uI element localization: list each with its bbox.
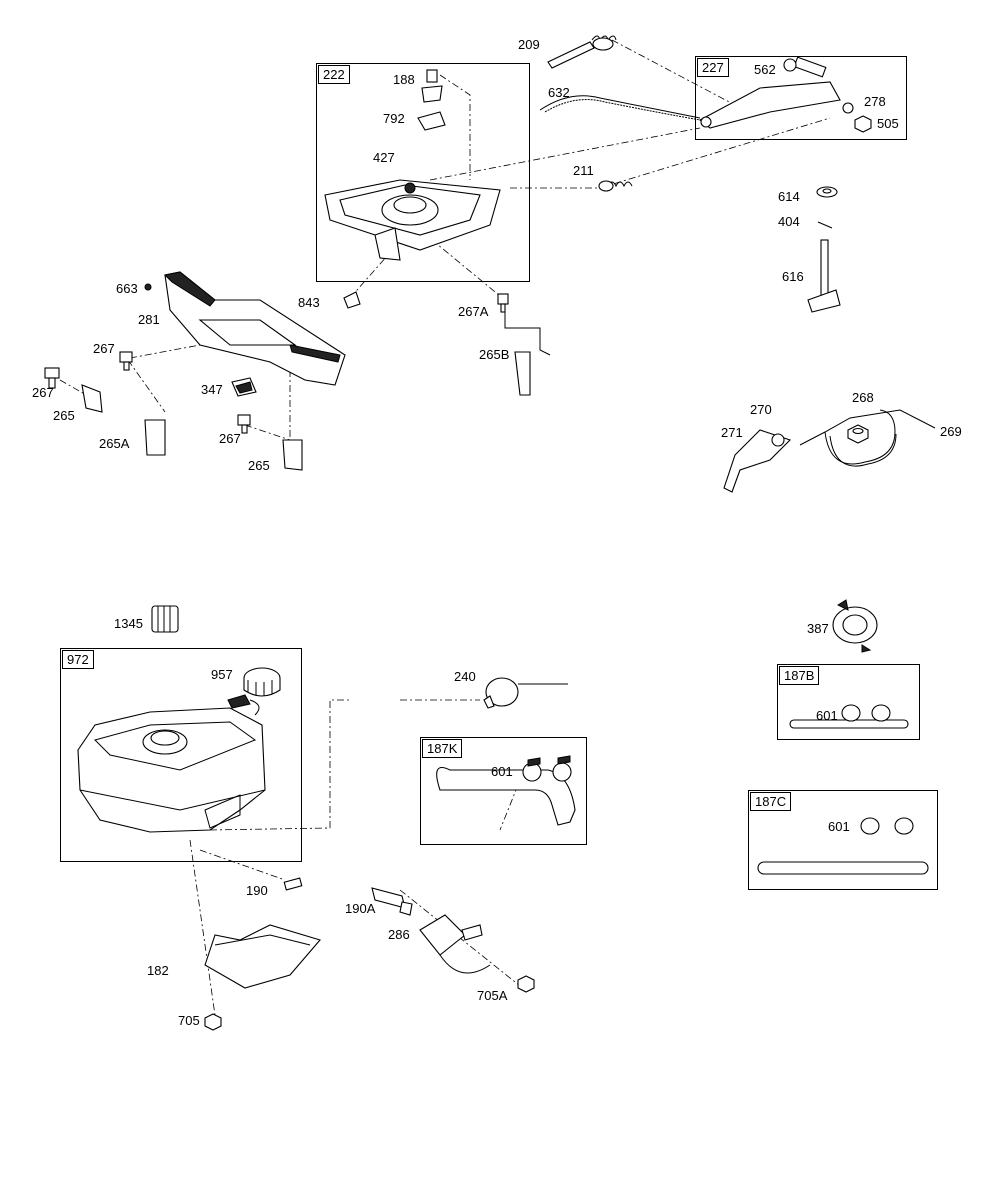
part-label-427: 427 bbox=[373, 150, 395, 165]
callout-box-972: 972 bbox=[60, 648, 302, 862]
part-227-throttle-lever bbox=[699, 56, 872, 133]
part-label-267-left: 267 bbox=[32, 385, 54, 400]
part-label-705: 705 bbox=[178, 1013, 200, 1028]
callout-label-187C: 187C bbox=[750, 792, 792, 811]
part-187K-hose bbox=[436, 755, 576, 826]
part-label-663: 663 bbox=[116, 281, 138, 296]
part-label-209: 209 bbox=[518, 37, 540, 52]
part-label-957: 957 bbox=[211, 667, 233, 682]
callout-label-187K: 187K bbox=[422, 739, 463, 758]
part-label-265-left: 265 bbox=[53, 408, 75, 423]
part-label-505: 505 bbox=[877, 116, 899, 131]
part-222-control-bracket bbox=[324, 69, 501, 261]
part-label-705A: 705A bbox=[477, 988, 508, 1003]
part-label-269: 269 bbox=[940, 424, 962, 439]
part-211-spring bbox=[598, 180, 633, 192]
part-843 bbox=[343, 291, 361, 309]
callout-box-187K: 187K bbox=[420, 737, 587, 845]
part-267A-265B bbox=[497, 293, 551, 396]
part-label-614: 614 bbox=[778, 189, 800, 204]
part-957-fuel-cap bbox=[227, 667, 281, 716]
part-240-fuel-filter bbox=[483, 677, 568, 709]
part-347 bbox=[231, 377, 257, 397]
part-209-spring bbox=[547, 35, 617, 69]
part-label-632: 632 bbox=[548, 85, 570, 100]
part-label-281: 281 bbox=[138, 312, 160, 327]
callout-box-227: 227 bbox=[695, 56, 907, 140]
part-614-404-616 bbox=[807, 186, 841, 313]
part-label-240: 240 bbox=[454, 669, 476, 684]
callout-box-222: 222 bbox=[316, 63, 530, 282]
part-182-shield bbox=[204, 924, 321, 989]
callout-box-187B: 187B bbox=[777, 664, 920, 740]
part-label-271: 271 bbox=[721, 425, 743, 440]
part-281-blower-housing bbox=[144, 271, 346, 386]
part-label-601-187K: 601 bbox=[491, 764, 513, 779]
part-label-267-lower: 267 bbox=[219, 431, 241, 446]
callout-label-187B: 187B bbox=[779, 666, 820, 685]
callout-label-222: 222 bbox=[318, 65, 350, 84]
part-label-190A: 190A bbox=[345, 901, 376, 916]
part-187B-hose bbox=[789, 704, 909, 729]
part-label-267-upper: 267 bbox=[93, 341, 115, 356]
part-1345-filter bbox=[151, 605, 179, 633]
part-label-1345: 1345 bbox=[114, 616, 143, 631]
part-label-270: 270 bbox=[750, 402, 772, 417]
part-label-265A: 265A bbox=[99, 436, 130, 451]
part-label-265B: 265B bbox=[479, 347, 510, 362]
part-label-792: 792 bbox=[383, 111, 405, 126]
part-972-fuel-tank bbox=[77, 707, 266, 833]
part-label-562: 562 bbox=[754, 62, 776, 77]
part-387 bbox=[832, 599, 878, 653]
callout-label-972: 972 bbox=[62, 650, 94, 669]
part-label-267A: 267A bbox=[458, 304, 489, 319]
part-705-nut bbox=[204, 1013, 222, 1031]
part-label-843: 843 bbox=[298, 295, 320, 310]
part-label-190: 190 bbox=[246, 883, 268, 898]
part-268-271-cable bbox=[723, 409, 936, 493]
part-190A-286 bbox=[371, 887, 535, 993]
part-label-278: 278 bbox=[864, 94, 886, 109]
callout-box-187C: 187C bbox=[748, 790, 938, 890]
part-label-601-187C: 601 bbox=[828, 819, 850, 834]
part-190 bbox=[283, 877, 303, 891]
part-label-211: 211 bbox=[573, 163, 594, 178]
part-label-387: 387 bbox=[807, 621, 829, 636]
callout-label-227: 227 bbox=[697, 58, 729, 77]
part-label-188: 188 bbox=[393, 72, 415, 87]
part-632-spring bbox=[539, 95, 701, 121]
part-label-268: 268 bbox=[852, 390, 874, 405]
part-label-347: 347 bbox=[201, 382, 223, 397]
part-label-616: 616 bbox=[782, 269, 804, 284]
part-267-265-fasteners bbox=[44, 351, 303, 471]
part-label-265-lower: 265 bbox=[248, 458, 270, 473]
part-label-182: 182 bbox=[147, 963, 169, 978]
part-label-404: 404 bbox=[778, 214, 800, 229]
part-187C-hose bbox=[757, 817, 929, 875]
part-label-601-187B: 601 bbox=[816, 708, 838, 723]
part-label-286: 286 bbox=[388, 927, 410, 942]
